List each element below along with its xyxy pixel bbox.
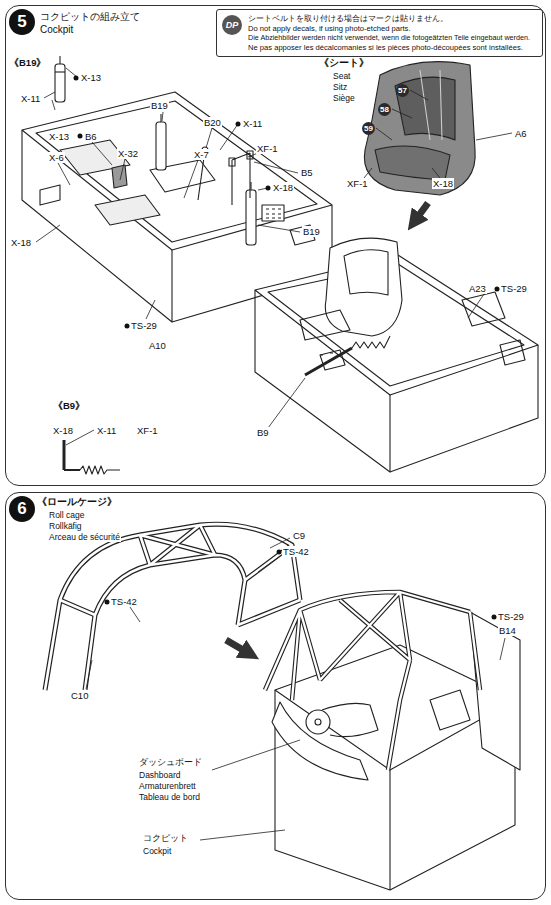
paint-code: X-18 bbox=[272, 182, 294, 193]
paint-code: XF-1 bbox=[136, 425, 159, 436]
paint-code: X-13 bbox=[48, 131, 70, 142]
section-label: Dashboard bbox=[138, 770, 182, 780]
section-label: Tableau de bord bbox=[138, 792, 201, 802]
paint-code: TS-29 bbox=[130, 320, 158, 331]
callout-number: 57 bbox=[396, 84, 409, 97]
section-label: Armaturenbrett bbox=[138, 781, 197, 791]
part-label: C10 bbox=[70, 690, 89, 701]
paint-code: X-11 bbox=[242, 118, 263, 129]
paint-code: TS-42 bbox=[110, 596, 138, 607]
paint-code: TS-29 bbox=[497, 611, 525, 622]
section-label: Arceau de sécurité bbox=[48, 532, 121, 542]
step-number: 5 bbox=[9, 9, 35, 35]
part-label: A10 bbox=[148, 340, 167, 351]
section-label: Roll cage bbox=[48, 510, 85, 520]
paint-code: X-32 bbox=[117, 148, 139, 159]
part-label: B9 bbox=[256, 427, 270, 438]
paint-code: X-6 bbox=[48, 152, 65, 163]
step-title: コクピットの組み立て Cockpit bbox=[40, 10, 170, 36]
handbrake-b9-detail bbox=[64, 440, 120, 474]
paint-code: X-18 bbox=[432, 178, 454, 189]
part-label: 《B19》 bbox=[8, 57, 47, 68]
paint-code: X-7 bbox=[193, 149, 210, 160]
paint-code: XF-1 bbox=[256, 143, 279, 154]
part-label: C9 bbox=[292, 530, 306, 541]
note-box: DP シートベルトを取り付ける場合はマークは貼りません。Do not apply … bbox=[216, 9, 543, 57]
cockpit-tub-assembled bbox=[255, 238, 538, 472]
note-text: シートベルトを取り付ける場合はマークは貼りません。 bbox=[248, 14, 536, 24]
assembly-arrow bbox=[414, 203, 428, 222]
paint-code: X-11 bbox=[96, 425, 117, 436]
paint-code: X-11 bbox=[20, 93, 41, 104]
paint-code: X-18 bbox=[10, 237, 32, 248]
cockpit-with-cage bbox=[272, 612, 520, 890]
assembly-arrow bbox=[226, 640, 250, 654]
part-label: B5 bbox=[300, 167, 314, 178]
shock-b19-detail bbox=[55, 56, 65, 102]
paint-code: TS-29 bbox=[500, 283, 528, 294]
part-label: B19 bbox=[150, 100, 169, 111]
part-label: A23 bbox=[468, 283, 487, 294]
note-text: Do not apply decals, if using photo-etch… bbox=[248, 24, 536, 34]
section-label: ダッシュボード bbox=[138, 757, 203, 767]
paint-code: TS-42 bbox=[282, 546, 310, 557]
note-text: Ne pas apposer les décalcomanies si les … bbox=[248, 43, 536, 53]
paint-code: X-18 bbox=[52, 425, 74, 436]
step-number: 6 bbox=[9, 496, 35, 522]
paint-code: XF-1 bbox=[346, 178, 369, 189]
part-label: B6 bbox=[84, 131, 98, 142]
dp-badge: DP bbox=[222, 15, 242, 35]
part-label: B20 bbox=[203, 117, 222, 128]
section-label: コクピット bbox=[142, 833, 189, 843]
part-label: B14 bbox=[498, 625, 517, 636]
seat-a6 bbox=[364, 62, 475, 195]
section-label: Rollkäfig bbox=[48, 521, 83, 531]
note-text: Die Abziehbilder werden nicht verwendet,… bbox=[248, 33, 536, 43]
section-label: Seat bbox=[332, 71, 352, 81]
callout-number: 59 bbox=[362, 122, 375, 135]
section-label: 《シート》 bbox=[318, 57, 370, 68]
paint-dots bbox=[74, 76, 500, 620]
leader-lines bbox=[36, 68, 512, 840]
part-label: B19 bbox=[302, 226, 321, 237]
paint-code: X-13 bbox=[80, 72, 102, 83]
section-label: Sitz bbox=[332, 82, 348, 92]
section-label: Cockpit bbox=[142, 846, 172, 856]
section-label: Siège bbox=[332, 93, 356, 103]
roll-cage bbox=[45, 524, 300, 690]
callout-number: 58 bbox=[378, 103, 391, 116]
part-label: A6 bbox=[514, 128, 528, 139]
section-label: 《ロールケージ》 bbox=[36, 496, 118, 507]
part-label: 《B9》 bbox=[52, 400, 86, 411]
